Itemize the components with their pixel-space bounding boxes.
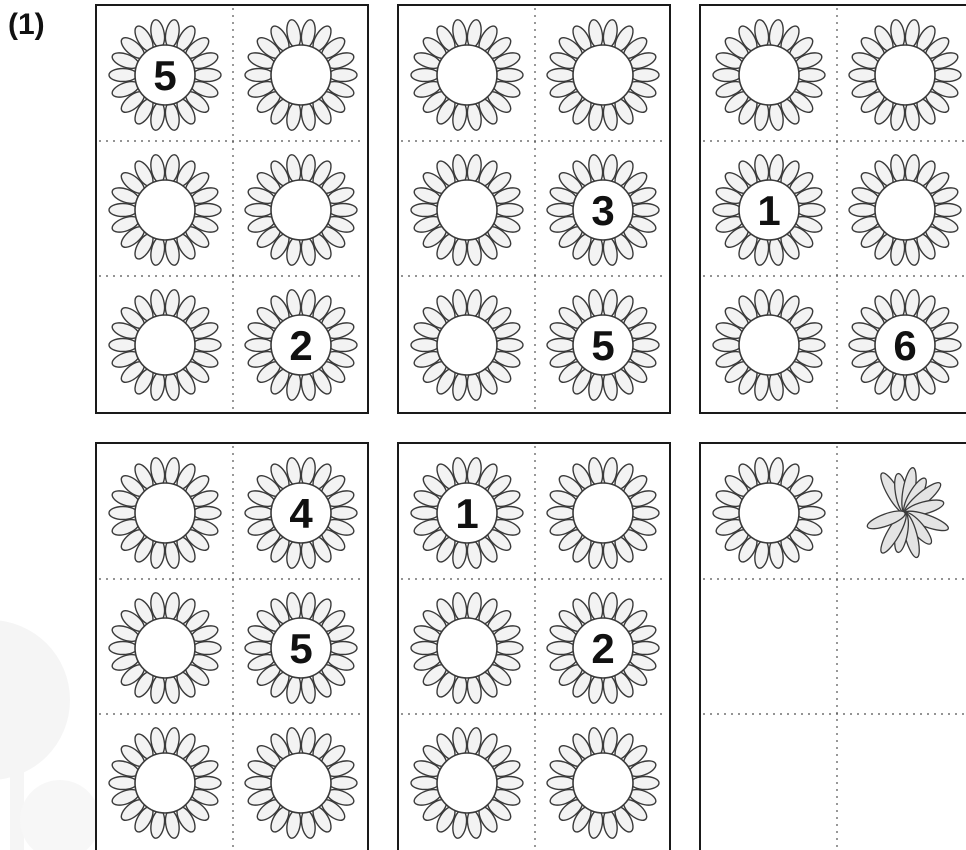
panel-3-cell-5-number: 6 <box>893 322 916 369</box>
daisy-flower-icon <box>547 727 659 840</box>
daisy-flower-icon <box>713 19 825 132</box>
daisy-flower-icon <box>849 154 961 267</box>
daisy-flower-icon <box>547 457 659 570</box>
daisy-flower-icon <box>411 592 523 705</box>
panel-5-cell-0-number: 1 <box>455 490 478 537</box>
panel-4-cell-1-number: 4 <box>289 490 313 537</box>
panel-2-cell-3-number: 3 <box>591 187 614 234</box>
panel-3-cell-2-number: 1 <box>757 187 780 234</box>
daisy-flower-icon <box>713 289 825 402</box>
daisy-flower-icon <box>713 457 825 570</box>
daisy-flower-icon <box>411 289 523 402</box>
daisy-flower-icon <box>411 19 523 132</box>
daisy-flower-icon <box>109 289 221 402</box>
daisy-flower-icon <box>245 727 357 840</box>
flower-panel-6 <box>699 442 966 850</box>
panel-2-cell-5-number: 5 <box>591 322 614 369</box>
panel-5-cell-3-number: 2 <box>591 625 614 672</box>
problem-number: (1) <box>8 8 45 42</box>
daisy-flower-icon <box>411 154 523 267</box>
panel-4-cell-3-number: 5 <box>289 625 312 672</box>
daisy-flower-icon <box>411 727 523 840</box>
daisy-flower-icon <box>547 19 659 132</box>
daisy-flower-icon <box>245 154 357 267</box>
daisy-flower-icon <box>245 19 357 132</box>
panel-1-cell-5-number: 2 <box>289 322 312 369</box>
daisy-flower-icon <box>849 19 961 132</box>
daisy-flower-icon <box>109 592 221 705</box>
partial-flower-petals-icon <box>865 467 950 559</box>
daisy-flower-icon <box>109 727 221 840</box>
panel-1-cell-0-number: 5 <box>153 52 176 99</box>
daisy-flower-icon <box>109 457 221 570</box>
daisy-flower-icon <box>109 154 221 267</box>
